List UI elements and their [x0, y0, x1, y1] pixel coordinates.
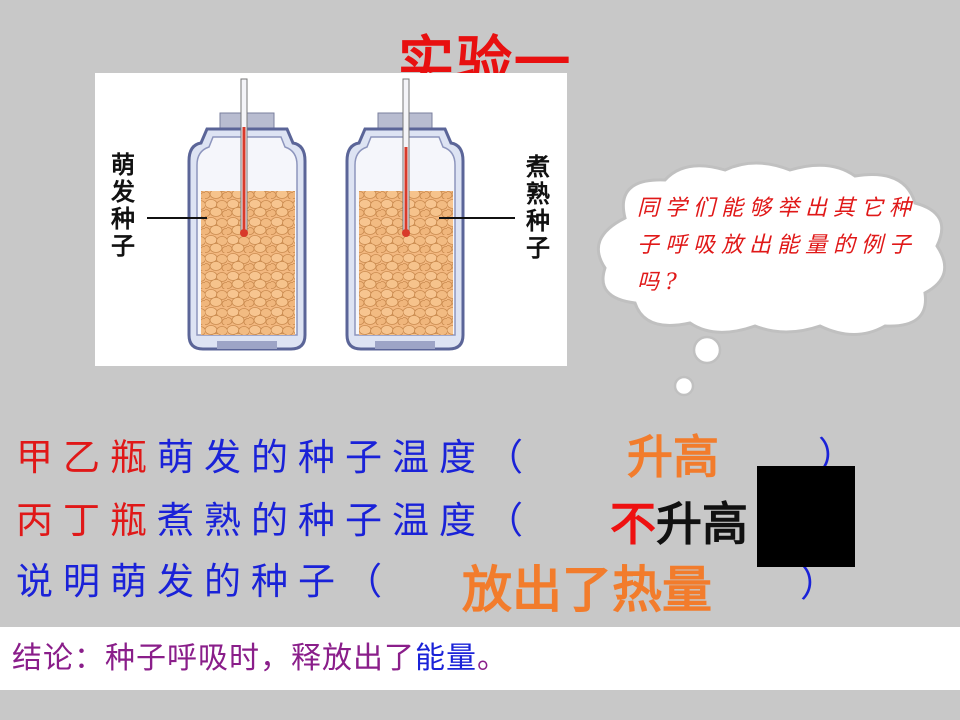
observation-2-body: 煮熟的种子温度（: [157, 499, 533, 542]
observation-line-3: 说明萌发的种子（: [16, 552, 392, 612]
observation-3-close-paren: ）: [800, 562, 837, 605]
germinating-seeds-label: 萌发种子: [111, 150, 135, 260]
conclusion: 结论：种子呼吸时，释放出了能量。: [12, 633, 508, 685]
thought-cloud: 同学们能够举出其它种子呼吸放出能量的例子吗?: [585, 158, 955, 408]
observation-1-answer: 升高: [627, 430, 719, 484]
observation-2-prefix: 丙丁瓶: [16, 499, 157, 542]
observation-2-answer-negation: 不: [610, 497, 656, 551]
observation-line-2: 丙丁瓶煮熟的种子温度（: [16, 491, 533, 551]
cooked-seeds-label: 煮熟种子: [526, 152, 550, 262]
experiment-figure: 萌发种子 煮熟种子: [95, 73, 567, 366]
observation-3-body: 说明萌发的种子（: [16, 560, 392, 603]
conclusion-bar: [0, 627, 960, 690]
left-bottle: [187, 78, 307, 351]
observation-2-answer-rest: 升高: [656, 497, 748, 551]
observation-3-answer: 放出了热量: [462, 561, 712, 619]
observation-line-1: 甲乙瓶萌发的种子温度（: [16, 428, 533, 488]
observation-2-answer: 不升高: [610, 494, 748, 554]
right-bottle: [345, 78, 465, 351]
black-cover-box: [757, 466, 855, 567]
observation-1-prefix: 甲乙瓶: [16, 436, 157, 479]
cloud-shape: [596, 161, 947, 397]
observation-1-body: 萌发的种子温度（: [157, 436, 533, 479]
conclusion-highlight: 能量: [415, 641, 477, 676]
conclusion-text: 结论：种子呼吸时，释放出了: [12, 641, 415, 676]
conclusion-end: 。: [477, 641, 508, 676]
cloud-question: 同学们能够举出其它种子呼吸放出能量的例子吗?: [637, 196, 918, 295]
thermos-bottles-illustration: [147, 78, 515, 351]
